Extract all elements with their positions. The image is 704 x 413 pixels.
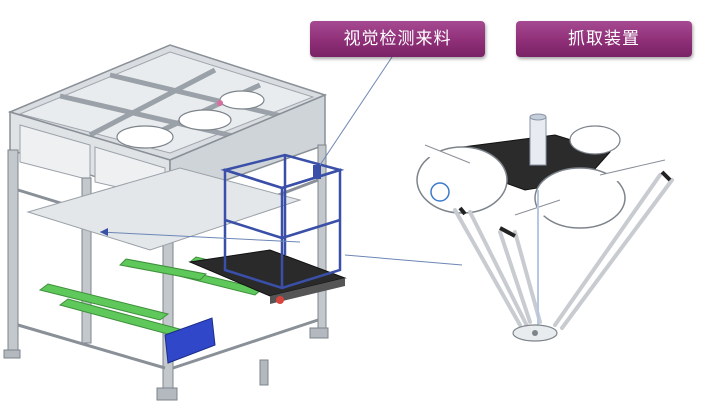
grab-device-label: 抓取装置 [516,21,692,57]
vision-inspection-label: 视觉检测来料 [310,21,485,57]
machine-illustration [3,44,347,401]
delta-robot-illustration [416,113,674,342]
leader-lines [99,56,463,266]
